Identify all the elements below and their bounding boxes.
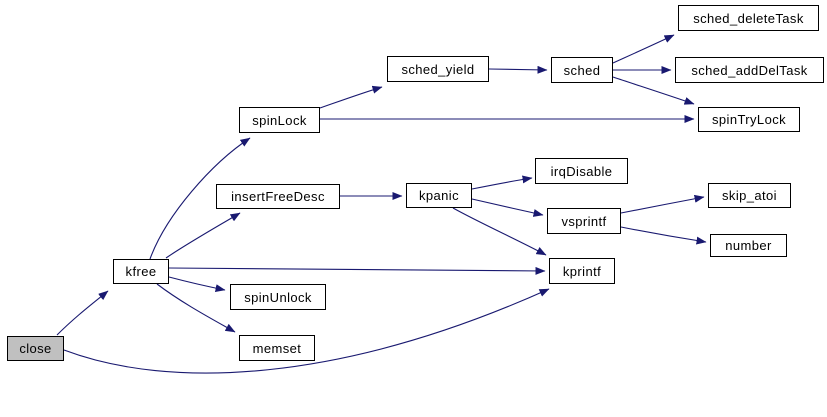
node-number[interactable]: number [710, 234, 787, 257]
edge-kpanic-to-vsprintf [471, 198, 544, 217]
node-skip_atoi[interactable]: skip_atoi [708, 183, 791, 208]
node-spinLock[interactable]: spinLock [239, 107, 320, 133]
node-insertFreeDesc[interactable]: insertFreeDesc [216, 184, 340, 209]
edge-sched-to-sched_deleteTask [612, 34, 675, 64]
node-sched_deleteTask[interactable]: sched_deleteTask [678, 5, 819, 31]
edge-sched_yield-to-sched [488, 65, 548, 74]
node-irqDisable[interactable]: irqDisable [535, 158, 628, 184]
node-spinTryLock[interactable]: spinTryLock [698, 107, 800, 132]
node-kfree[interactable]: kfree [113, 259, 169, 284]
node-sched_addDelTask[interactable]: sched_addDelTask [675, 57, 824, 83]
edge-spinLock-to-sched_yield [319, 85, 383, 109]
node-memset[interactable]: memset [239, 335, 315, 361]
node-sched_yield[interactable]: sched_yield [387, 56, 489, 82]
edge-kpanic-to-irqDisable [471, 175, 533, 190]
edge-vsprintf-to-skip_atoi [620, 194, 705, 214]
node-kpanic[interactable]: kpanic [406, 183, 472, 208]
edge-kfree-to-insertFreeDesc [165, 212, 241, 259]
edge-kfree-to-kprintf [168, 266, 546, 275]
edge-close-to-kfree [56, 290, 109, 336]
node-sched[interactable]: sched [551, 57, 613, 83]
edge-close-to-kprintf [63, 288, 550, 374]
edge-kfree-to-spinUnlock [168, 276, 226, 293]
edge-vsprintf-to-number [620, 226, 707, 245]
node-kprintf[interactable]: kprintf [549, 258, 615, 284]
node-close[interactable]: close [7, 336, 64, 361]
edge-sched-to-spinTryLock [612, 76, 695, 105]
edge-kfree-to-memset [156, 283, 236, 333]
node-spinUnlock[interactable]: spinUnlock [230, 284, 326, 310]
edge-kfree-to-spinLock [149, 137, 251, 260]
node-vsprintf[interactable]: vsprintf [547, 208, 621, 234]
edge-kpanic-to-kprintf [452, 207, 547, 256]
